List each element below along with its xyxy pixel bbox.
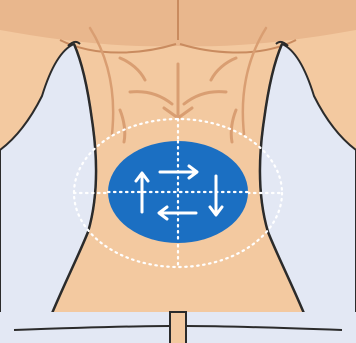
groin-gap	[170, 312, 186, 343]
